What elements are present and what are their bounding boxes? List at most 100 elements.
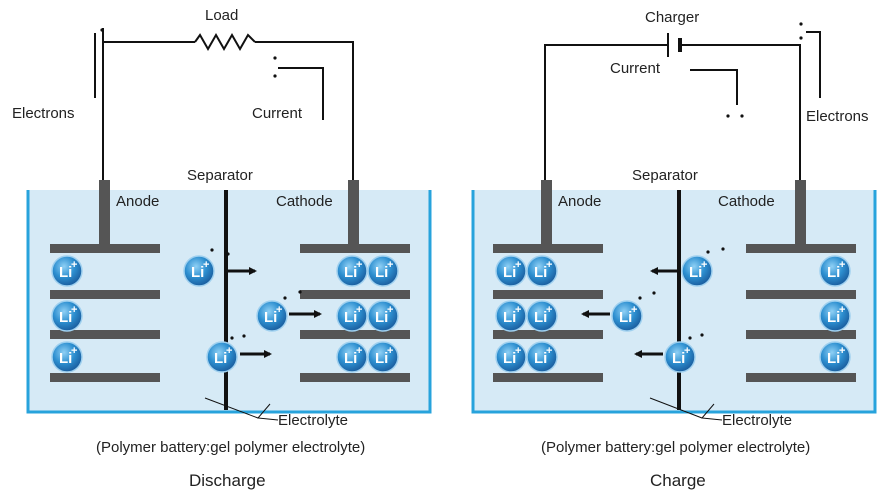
charge-caption: Charge — [650, 471, 706, 490]
lithium-ion-icon: Li + — [819, 341, 851, 373]
svg-text:Li: Li — [375, 264, 388, 281]
svg-text:+: + — [356, 259, 362, 271]
lithium-ion-icon: Li + — [495, 255, 527, 287]
cathode-label-left: Cathode — [276, 193, 333, 210]
svg-text:Li: Li — [344, 309, 357, 326]
anode-plates — [50, 244, 160, 382]
electron-dot-icon — [638, 247, 725, 340]
svg-text:Li: Li — [534, 309, 547, 326]
svg-text:Li: Li — [214, 350, 227, 367]
svg-text:Li: Li — [59, 309, 72, 326]
lithium-ion-icon: Li + — [664, 341, 696, 373]
lithium-ion-icon: Li + — [526, 300, 558, 332]
separator-label-right: Separator — [632, 167, 698, 184]
svg-text:+: + — [701, 259, 707, 271]
lithium-ion-icon: Li + — [183, 255, 215, 287]
svg-text:Li: Li — [59, 264, 72, 281]
lithium-ion-icon: Li + — [495, 341, 527, 373]
electrolyte-note-left: (Polymer battery:gel polymer electrolyte… — [96, 439, 365, 456]
svg-text:+: + — [515, 259, 521, 271]
lithium-ion-icon: Li + — [256, 300, 288, 332]
cathode-label-right: Cathode — [718, 193, 775, 210]
svg-text:+: + — [515, 345, 521, 357]
battery-icon — [667, 33, 682, 57]
svg-text:+: + — [546, 304, 552, 316]
lithium-ion-icon: Li + — [51, 300, 83, 332]
electron-dot-icon — [210, 248, 302, 340]
separator-label-left: Separator — [187, 167, 253, 184]
svg-text:+: + — [356, 304, 362, 316]
charge-panel: Charger Current Electrons Anode Cathode — [471, 9, 877, 490]
lithium-ion-icon: Li + — [51, 341, 83, 373]
svg-text:+: + — [546, 259, 552, 271]
lithium-ion-icon: Li + — [819, 300, 851, 332]
svg-text:+: + — [71, 345, 77, 357]
lithium-ion-icon: Li + — [206, 341, 238, 373]
electrons-label-right: Electrons — [806, 108, 869, 125]
electron-dot-icon — [100, 28, 104, 32]
lithium-ion-icon: Li + — [819, 255, 851, 287]
svg-text:+: + — [839, 259, 845, 271]
lithium-ion-icon: Li + — [611, 300, 643, 332]
svg-text:+: + — [839, 304, 845, 316]
electrolyte-pointer — [204, 397, 279, 421]
svg-text:+: + — [356, 345, 362, 357]
current-label-right: Current — [610, 60, 661, 77]
svg-text:Li: Li — [503, 264, 516, 281]
svg-text:Li: Li — [672, 350, 685, 367]
cathode-rod — [795, 180, 806, 246]
electron-dot-icon — [273, 56, 277, 60]
svg-text:Li: Li — [827, 309, 840, 326]
lithium-ion-icon: Li + — [526, 255, 558, 287]
svg-text:+: + — [684, 345, 690, 357]
svg-text:Li: Li — [534, 350, 547, 367]
electron-dot-icon — [273, 74, 277, 78]
svg-text:+: + — [546, 345, 552, 357]
electrolyte-label-right: Electrolyte — [722, 412, 792, 429]
anode-rod — [541, 180, 552, 246]
lithium-ion-icon: Li + — [336, 255, 368, 287]
svg-text:+: + — [387, 259, 393, 271]
electrolyte-note-right: (Polymer battery:gel polymer electrolyte… — [541, 439, 810, 456]
external-circuit — [102, 28, 354, 180]
charger-label: Charger — [645, 9, 699, 26]
svg-text:Li: Li — [375, 350, 388, 367]
svg-text:Li: Li — [344, 350, 357, 367]
electron-dot-icon — [799, 36, 803, 40]
lithium-ion-icon: Li + — [336, 341, 368, 373]
separator-line — [677, 190, 681, 410]
cathode-plates — [746, 244, 856, 382]
svg-text:+: + — [71, 304, 77, 316]
load-label: Load — [205, 7, 238, 24]
svg-text:Li: Li — [827, 350, 840, 367]
electrons-bracket — [806, 31, 821, 98]
svg-text:+: + — [515, 304, 521, 316]
lithium-ion-icon: Li + — [336, 300, 368, 332]
lithium-ion-icon: Li + — [495, 300, 527, 332]
lithium-ion-icon: Li + — [367, 255, 399, 287]
external-circuit — [544, 44, 801, 180]
svg-text:+: + — [839, 345, 845, 357]
svg-text:Li: Li — [534, 264, 547, 281]
svg-text:+: + — [387, 304, 393, 316]
anode-rod — [99, 180, 110, 246]
lithium-ion-icon: Li + — [367, 300, 399, 332]
svg-text:Li: Li — [344, 264, 357, 281]
svg-text:+: + — [387, 345, 393, 357]
svg-text:Li: Li — [503, 309, 516, 326]
electron-dot-icon — [726, 114, 730, 118]
separator-line — [224, 190, 228, 410]
lithium-ion-icon: Li + — [51, 255, 83, 287]
lithium-ion-icon: Li + — [367, 341, 399, 373]
svg-text:+: + — [276, 304, 282, 316]
electron-dot-icon — [740, 114, 744, 118]
anode-label-left: Anode — [116, 193, 159, 210]
cathode-rod — [348, 180, 359, 246]
svg-text:Li: Li — [503, 350, 516, 367]
tank-border — [471, 190, 877, 414]
discharge-caption: Discharge — [189, 471, 266, 490]
svg-text:Li: Li — [619, 309, 632, 326]
svg-text:Li: Li — [827, 264, 840, 281]
anode-plates — [493, 244, 603, 382]
